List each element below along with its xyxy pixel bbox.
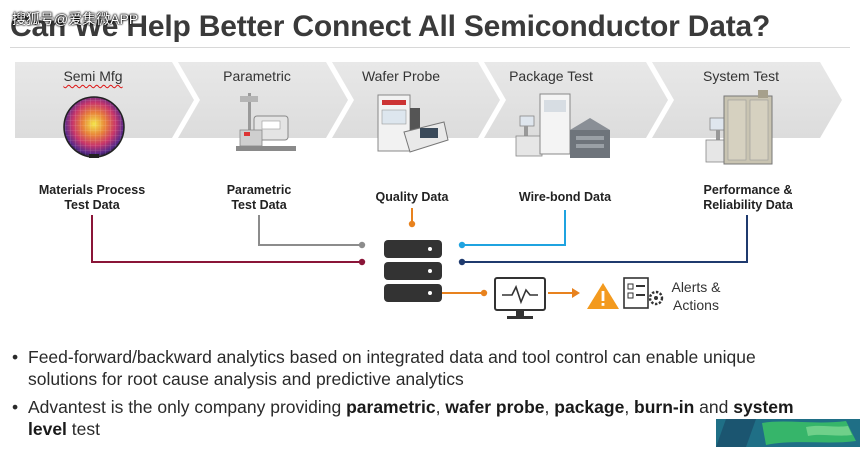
connector-semi-mfg (91, 215, 362, 263)
package-handler-icon (515, 93, 610, 158)
bullet-text-run: Feed-forward/backward analytics based on… (28, 347, 756, 389)
bullet-item: Advantest is the only company providing … (10, 396, 810, 440)
bullet-text-run: wafer probe (445, 397, 545, 417)
bullet-list: Feed-forward/backward analytics based on… (10, 346, 810, 446)
alerts-actions-label: Alerts & Actions (671, 279, 721, 313)
bullet-text-run: parametric (346, 397, 436, 417)
data-label-quality: Quality Data (375, 190, 449, 204)
bullet-text-run: test (66, 419, 101, 439)
connector-parametric (258, 215, 362, 246)
connector-lines (91, 208, 748, 294)
system-tester-icon (705, 90, 773, 165)
bullet-text-run: package (554, 397, 625, 417)
bullet-text-run: , (435, 397, 446, 417)
arrow-head (572, 288, 580, 298)
wafer-icon (63, 96, 125, 158)
corner-graphic (716, 419, 860, 447)
bullet-text-run: burn-in (634, 397, 695, 417)
bullet-item: Feed-forward/backward analytics based on… (10, 346, 810, 390)
stage-label-system-test: System Test (703, 68, 779, 84)
connector-package-test (462, 210, 566, 246)
chevron-wafer-probe (332, 62, 500, 138)
bullet-text-run: , (624, 397, 635, 417)
stage-label-semi-mfg: Semi Mfg (63, 68, 123, 84)
bullet-text-run: Advantest is the only company providing (28, 397, 347, 417)
analytics-monitor-icon (494, 277, 546, 319)
checklist-gear-icon (623, 277, 664, 309)
connector-endpoints (358, 220, 580, 298)
flow-diagram (15, 62, 842, 319)
page-title: Can We Help Better Connect All Semicondu… (10, 10, 771, 43)
watermark: 搜狐号@爱集微APP (12, 11, 139, 27)
database-icon (384, 240, 442, 302)
data-label-materials-process: Materials Process Test Data (38, 183, 146, 212)
data-label-wire-bond: Wire-bond Data (518, 190, 612, 204)
bullet-text-run: , (544, 397, 555, 417)
stage-label-wafer-probe: Wafer Probe (361, 68, 441, 84)
bullet-text-run: and (694, 397, 734, 417)
title-divider (10, 47, 850, 48)
warning-icon (587, 283, 619, 309)
chevron-parametric (178, 62, 348, 138)
wafer-prober-icon (377, 94, 449, 153)
data-label-parametric: Parametric Test Data (226, 183, 292, 212)
parametric-tester-icon (236, 93, 296, 151)
data-label-performance-reliability: Performance & Reliability Data (703, 183, 793, 212)
stage-label-package-test: Package Test (509, 68, 593, 84)
connector-system-test (462, 215, 748, 263)
stage-label-parametric: Parametric (223, 68, 291, 84)
bullet-text-run: system level (28, 397, 794, 439)
